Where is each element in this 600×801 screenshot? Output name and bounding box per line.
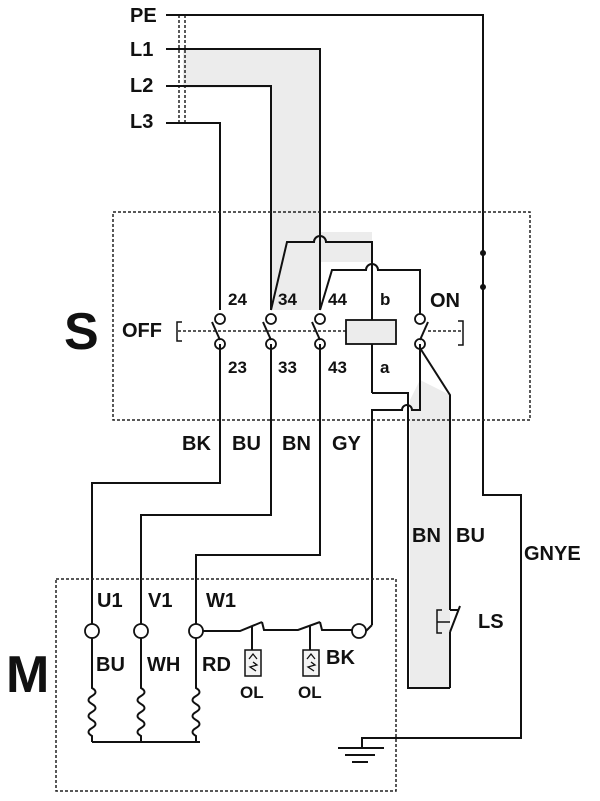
wire-44-bridge [319, 263, 421, 318]
wire-l3 [166, 122, 221, 310]
wire-pe [166, 14, 522, 748]
contact-on [414, 313, 429, 350]
terminal-24: 24 [228, 290, 247, 309]
label-pe: PE [130, 5, 157, 27]
terminal-bk-post [351, 623, 367, 639]
on-bracket [458, 320, 464, 346]
junction-dot [480, 250, 486, 256]
ls-shaded-path [410, 380, 450, 688]
winding-u [87, 638, 97, 742]
contact-23-24 [211, 313, 226, 350]
ls-label: LS [478, 611, 504, 633]
overload-relay-1 [244, 649, 262, 677]
ls-wire-label-bu: BU [456, 525, 485, 547]
overload-output-bk: BK [326, 647, 355, 669]
ls-wire-label-bn: BN [412, 525, 441, 547]
coil [345, 319, 397, 345]
on-label: ON [430, 290, 460, 312]
terminal-v1: V1 [148, 590, 172, 612]
wire-l2 [166, 85, 272, 310]
terminal-34: 34 [278, 290, 297, 309]
terminal-u1: U1 [97, 590, 123, 612]
wire-gy [371, 344, 421, 625]
terminal-44: 44 [328, 290, 347, 309]
terminal-u1-post [84, 623, 100, 639]
junction-dot [480, 284, 486, 290]
motor-enclosure [55, 578, 397, 792]
wire-ls-bn [372, 392, 450, 689]
winding-w [191, 638, 201, 742]
wire-bn [195, 344, 321, 630]
wire-bk [91, 344, 221, 630]
wire-bu [140, 344, 272, 630]
motor-label: M [6, 646, 49, 704]
ol-label-1: OL [240, 683, 264, 702]
switch-enclosure [112, 211, 531, 421]
terminal-w1: W1 [206, 590, 236, 612]
wire-label-bk: BK [182, 433, 211, 455]
wire-label-bu: BU [232, 433, 261, 455]
label-l2: L2 [130, 75, 153, 97]
coil-label-b: b [380, 290, 390, 309]
ground-wire-label: GNYE [524, 543, 581, 565]
wire-label-bn: BN [282, 433, 311, 455]
terminal-43: 43 [328, 358, 347, 377]
winding-label-wh: WH [147, 654, 180, 676]
winding-v [136, 638, 146, 742]
wire-l1 [166, 48, 321, 232]
wire-label-gy: GY [332, 433, 362, 455]
terminal-w1-post [188, 623, 204, 639]
coil-label-a: a [380, 358, 390, 377]
overload-relay-2 [302, 649, 320, 677]
terminal-23: 23 [228, 358, 247, 377]
label-l1: L1 [130, 39, 153, 61]
off-label: OFF [122, 320, 162, 342]
winding-label-bu: BU [96, 654, 125, 676]
overload-contacts [203, 621, 352, 632]
terminal-v1-post [133, 623, 149, 639]
switch-label: S [64, 303, 99, 361]
wire-gy-end [365, 624, 373, 632]
l1-shaded-path [183, 48, 320, 232]
label-l3: L3 [130, 111, 153, 133]
wire-ls-bu [419, 347, 451, 610]
terminal-33: 33 [278, 358, 297, 377]
off-bracket [176, 321, 182, 342]
limit-switch [436, 605, 461, 688]
ol-label-2: OL [298, 683, 322, 702]
ground-icon [338, 747, 384, 763]
winding-label-rd: RD [202, 654, 231, 676]
bridge-shaded-path [270, 232, 372, 310]
